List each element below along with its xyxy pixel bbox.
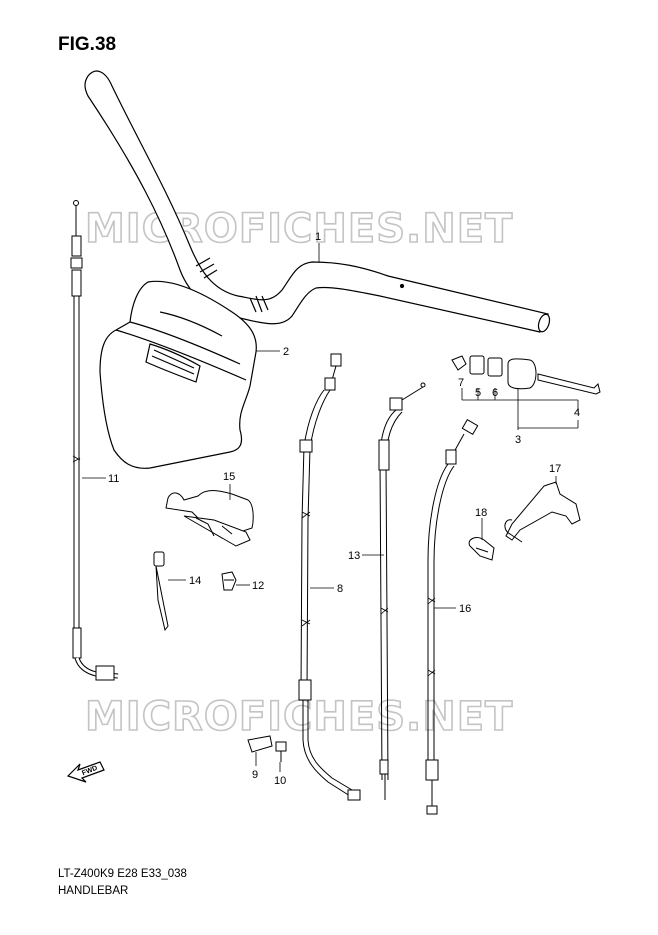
callout-4: 4 [574,407,580,419]
nut-part-7 [451,355,467,371]
bolt-part-4 [537,373,601,395]
watermark-top: MICROFICHES.NET [85,206,513,252]
bolt-part-10 [275,741,287,762]
callout-5: 5 [475,387,481,399]
figure-title: FIG.38 [58,34,117,55]
bracket-part-15 [165,490,254,547]
callout-17: 17 [549,463,561,475]
grip-end-assembly [451,355,601,395]
tie-strap-part-14 [153,551,169,632]
callout-18: 18 [475,507,487,519]
model-code: LT-Z400K9 E28 E33_038 [58,868,187,880]
leader-lines [82,243,579,772]
cable-part-8 [298,353,361,801]
forward-arrow-icon: FWD [66,761,105,783]
callout-6: 6 [492,387,498,399]
callout-3: 3 [515,434,521,446]
clip-part-12 [221,571,237,591]
callout-7: 7 [458,377,464,389]
handlebar-cover-part [99,280,257,469]
cable-part-11 [70,200,119,681]
callout-1: 1 [315,231,321,243]
callout-9: 9 [252,769,258,781]
callout-13: 13 [348,550,360,562]
callout-16: 16 [459,603,471,615]
watermark-bottom: MICROFICHES.NET [85,694,513,740]
callout-11: 11 [108,473,119,485]
cable-part-16 [425,418,479,815]
callout-12: 12 [252,580,264,592]
handlebar-part [84,70,551,333]
figure-name: HANDLEBAR [58,885,129,897]
cable-part-13 [378,382,426,800]
spacer-part-6 [487,357,503,377]
callout-14: 14 [189,575,201,587]
callout-15: 15 [223,471,235,483]
weight-part-3 [507,358,537,390]
callout-8: 8 [337,583,343,595]
spacer-part-5 [469,355,485,375]
bracket-part-17 [504,481,581,543]
callout-2: 2 [283,346,289,358]
bracket-part-9 [247,735,273,753]
callout-10: 10 [274,775,286,787]
clamp-part-18 [468,537,495,561]
